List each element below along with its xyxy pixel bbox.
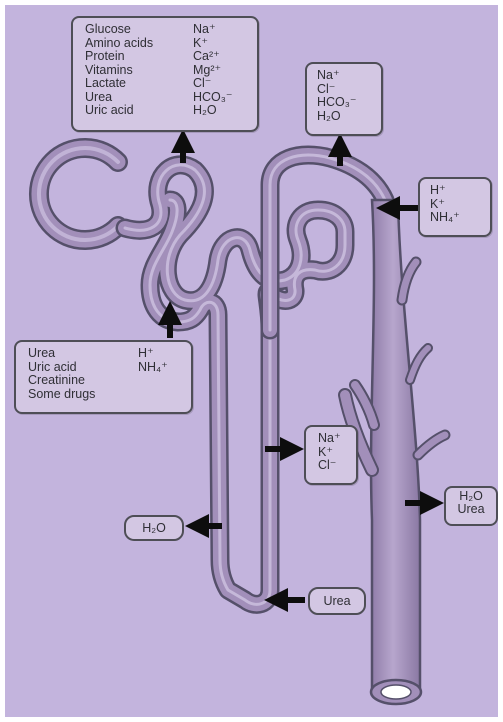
label: Uric acid: [85, 104, 153, 118]
label: Ca²⁺: [193, 50, 232, 64]
label: Protein: [85, 50, 153, 64]
label: Cl⁻: [317, 83, 356, 97]
label: Urea: [85, 91, 153, 105]
proximal-secreted-right: H⁺ NH₄⁺: [138, 347, 168, 374]
label: H₂O: [142, 521, 166, 535]
label: K⁺: [430, 198, 460, 212]
proximal-secreted-box: Urea Uric acid Creatinine Some drugs H⁺ …: [14, 340, 193, 414]
ascending-limb-list: Na⁺ K⁺ Cl⁻: [318, 432, 341, 473]
reabsorbed-left-column: Glucose Amino acids Protein Vitamins Lac…: [85, 23, 153, 118]
label: Mg²⁺: [193, 64, 232, 78]
label: NH₄⁺: [430, 211, 460, 225]
label: H⁺: [138, 347, 168, 361]
label: NH₄⁺: [138, 361, 168, 375]
label: Vitamins: [85, 64, 153, 78]
label: Uric acid: [28, 361, 95, 375]
label: Na⁺: [318, 432, 341, 446]
label: H⁺: [430, 184, 460, 198]
reabsorbed-substances-box: Glucose Amino acids Protein Vitamins Lac…: [71, 16, 259, 132]
label: Creatinine: [28, 374, 95, 388]
label: H₂O: [193, 104, 232, 118]
label: HCO₃⁻: [193, 91, 232, 105]
label: Na⁺: [193, 23, 232, 37]
label: K⁺: [193, 37, 232, 51]
label: Cl⁻: [193, 77, 232, 91]
label: H₂O: [317, 110, 356, 124]
collecting-reabsorbed-box: Na⁺ Cl⁻ HCO₃⁻ H₂O: [305, 62, 383, 136]
duct-excreted-box: H₂O Urea: [444, 486, 498, 526]
label: K⁺: [318, 446, 341, 460]
proximal-secreted-left: Urea Uric acid Creatinine Some drugs: [28, 347, 95, 401]
label: Lactate: [85, 77, 153, 91]
label: Glucose: [85, 23, 153, 37]
label: Na⁺: [317, 69, 356, 83]
label: Cl⁻: [318, 459, 341, 473]
distal-secreted-box: H⁺ K⁺ NH₄⁺: [418, 177, 492, 237]
distal-secreted-list: H⁺ K⁺ NH₄⁺: [430, 184, 460, 225]
label: Some drugs: [28, 388, 95, 402]
reabsorbed-right-column: Na⁺ K⁺ Ca²⁺ Mg²⁺ Cl⁻ HCO₃⁻ H₂O: [193, 23, 232, 118]
label: Urea: [28, 347, 95, 361]
label: HCO₃⁻: [317, 96, 356, 110]
urea-pill: Urea: [308, 587, 366, 615]
water-reabsorbed-pill: H₂O: [124, 515, 184, 541]
ascending-limb-box: Na⁺ K⁺ Cl⁻: [304, 425, 358, 485]
collecting-reabsorbed-list: Na⁺ Cl⁻ HCO₃⁻ H₂O: [317, 69, 356, 123]
label: Urea: [323, 594, 350, 608]
label: Urea: [446, 503, 496, 516]
label: Amino acids: [85, 37, 153, 51]
